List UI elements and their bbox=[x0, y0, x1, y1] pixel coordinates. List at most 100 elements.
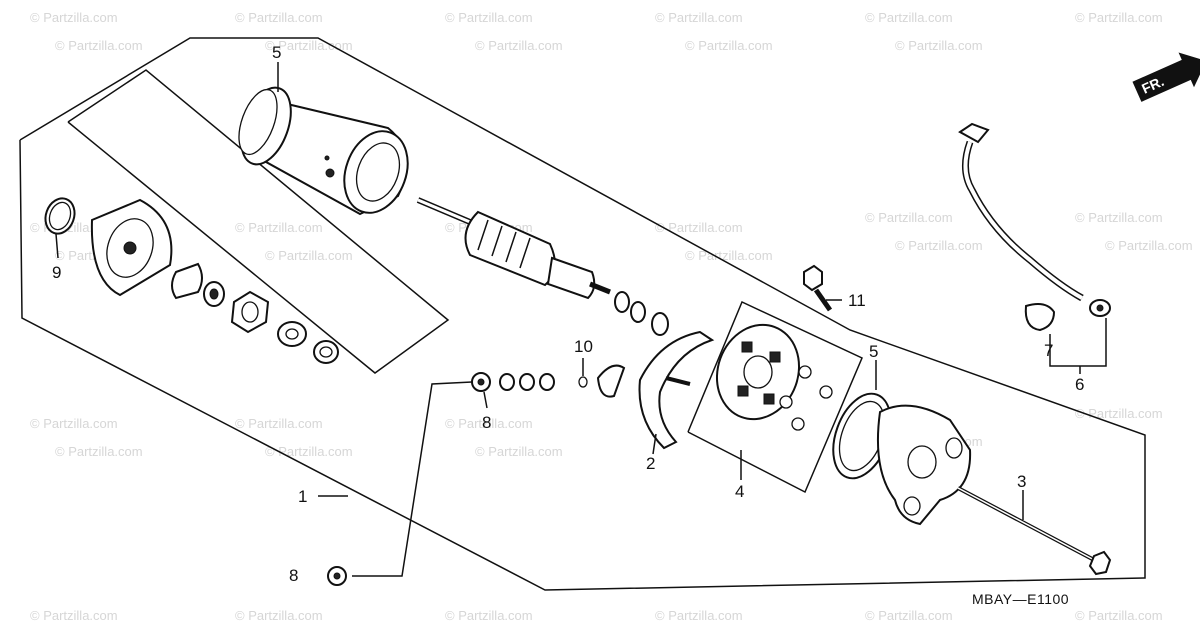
terminal-cap-7 bbox=[1024, 303, 1056, 332]
armature-shaft-rear bbox=[589, 281, 611, 295]
yoke-inner bbox=[355, 142, 401, 202]
leader-8a bbox=[483, 391, 488, 409]
rear-cover-ear bbox=[903, 496, 921, 516]
watermark: © Partzilla.com bbox=[1075, 406, 1163, 421]
watermark: © Partzilla.com bbox=[1105, 238, 1193, 253]
watermark: © Partzilla.com bbox=[895, 238, 983, 253]
brush bbox=[737, 385, 749, 397]
cable-eye-hole bbox=[1096, 304, 1104, 312]
front-direction-arrow: FR. bbox=[1132, 52, 1200, 102]
brush-holder-subgroup-outline bbox=[687, 300, 863, 494]
front-bearing-set bbox=[171, 262, 339, 364]
watermark: © Partzilla.com bbox=[1075, 10, 1163, 25]
callout-labels: 5 9 10 8 1 8 2 4 5 3 11 7 6 bbox=[52, 43, 1084, 585]
armature-slot bbox=[505, 231, 517, 263]
bolt-head bbox=[803, 264, 823, 292]
brush-plate-center bbox=[743, 355, 773, 389]
brush-holder-2 bbox=[638, 330, 715, 450]
watermark: © Partzilla.com bbox=[445, 10, 533, 25]
armature-slot bbox=[519, 237, 531, 269]
front-cover-bore bbox=[123, 241, 137, 255]
callout-10: 10 bbox=[574, 337, 593, 356]
callout-8-lower: 8 bbox=[289, 566, 298, 585]
callout-11: 11 bbox=[848, 291, 866, 310]
watermark: © Partzilla.com bbox=[475, 38, 563, 53]
watermark-layer: © Partzilla.com © Partzilla.com © Partzi… bbox=[30, 10, 1193, 623]
armature-shaft-front-inner bbox=[417, 198, 471, 224]
o-ring-10 bbox=[578, 376, 588, 388]
washer bbox=[539, 373, 555, 391]
callout-3: 3 bbox=[1017, 472, 1026, 491]
rear-cover-ear bbox=[945, 437, 963, 459]
watermark: © Partzilla.com bbox=[235, 416, 323, 431]
watermark: © Partzilla.com bbox=[30, 416, 118, 431]
watermark: © Partzilla.com bbox=[1075, 608, 1163, 623]
callout-6: 6 bbox=[1075, 375, 1084, 394]
watermark: © Partzilla.com bbox=[55, 444, 143, 459]
rear-cover-set bbox=[832, 392, 972, 526]
nut-8-center bbox=[477, 378, 485, 386]
watermark: © Partzilla.com bbox=[655, 220, 743, 235]
assembly-1-boundary bbox=[19, 37, 1146, 591]
callout-1: 1 bbox=[298, 487, 307, 506]
callout-8-upper: 8 bbox=[482, 413, 491, 432]
brush-holder-assembly bbox=[715, 323, 833, 431]
watermark: © Partzilla.com bbox=[475, 444, 563, 459]
yoke-hole bbox=[324, 155, 330, 161]
bolt-shank bbox=[813, 288, 833, 312]
armature-washers bbox=[614, 291, 669, 336]
armature bbox=[416, 197, 611, 300]
brush bbox=[763, 393, 775, 405]
watermark: © Partzilla.com bbox=[30, 608, 118, 623]
cable-terminal-top bbox=[958, 122, 990, 144]
watermark: © Partzilla.com bbox=[445, 608, 533, 623]
leader-9 bbox=[55, 233, 59, 259]
callout-9: 9 bbox=[52, 263, 61, 282]
assembly-outline bbox=[19, 37, 1146, 591]
callout-4: 4 bbox=[735, 482, 744, 501]
watermark: © Partzilla.com bbox=[265, 248, 353, 263]
terminal-bolt bbox=[665, 376, 691, 386]
brush-spring bbox=[819, 385, 833, 399]
brush bbox=[741, 341, 753, 353]
washer bbox=[630, 301, 646, 323]
o-ring-inner bbox=[48, 201, 72, 231]
yoke-ring-groove bbox=[238, 88, 278, 156]
watermark: © Partzilla.com bbox=[1075, 210, 1163, 225]
terminal-hardware bbox=[327, 364, 626, 586]
insulator bbox=[596, 364, 626, 398]
watermark: © Partzilla.com bbox=[685, 248, 773, 263]
leader-2 bbox=[652, 433, 657, 455]
callout-2: 2 bbox=[646, 454, 655, 473]
yoke-screw bbox=[325, 168, 335, 178]
leader-6-bracket bbox=[1049, 318, 1107, 367]
through-bolt-head bbox=[1088, 550, 1112, 576]
callout-5-gasket: 5 bbox=[869, 342, 878, 361]
nut-8-lower-center bbox=[333, 572, 341, 580]
brush bbox=[769, 351, 781, 363]
through-bolt-3 bbox=[957, 486, 1112, 576]
watermark: © Partzilla.com bbox=[265, 38, 353, 53]
starter-cable-set bbox=[958, 122, 1111, 332]
armature-commutator bbox=[546, 256, 596, 300]
needle-bearing bbox=[171, 262, 203, 300]
arrow-icon bbox=[1132, 52, 1200, 102]
yoke-housing bbox=[238, 86, 409, 216]
watermark: © Partzilla.com bbox=[865, 10, 953, 25]
brush-spring bbox=[798, 365, 812, 379]
watermark: © Partzilla.com bbox=[655, 608, 743, 623]
thrust-washer-hole bbox=[285, 328, 299, 340]
brush-spring bbox=[791, 417, 805, 431]
washer bbox=[614, 291, 630, 313]
watermark: © Partzilla.com bbox=[865, 210, 953, 225]
watermark: © Partzilla.com bbox=[30, 10, 118, 25]
watermark: © Partzilla.com bbox=[655, 10, 743, 25]
watermark: © Partzilla.com bbox=[55, 38, 143, 53]
brush-holder-plate bbox=[638, 330, 715, 450]
front-cover-subgroup-outline bbox=[67, 69, 450, 374]
watermark: © Partzilla.com bbox=[865, 608, 953, 623]
callout-7: 7 bbox=[1044, 341, 1053, 360]
washer bbox=[499, 373, 515, 391]
